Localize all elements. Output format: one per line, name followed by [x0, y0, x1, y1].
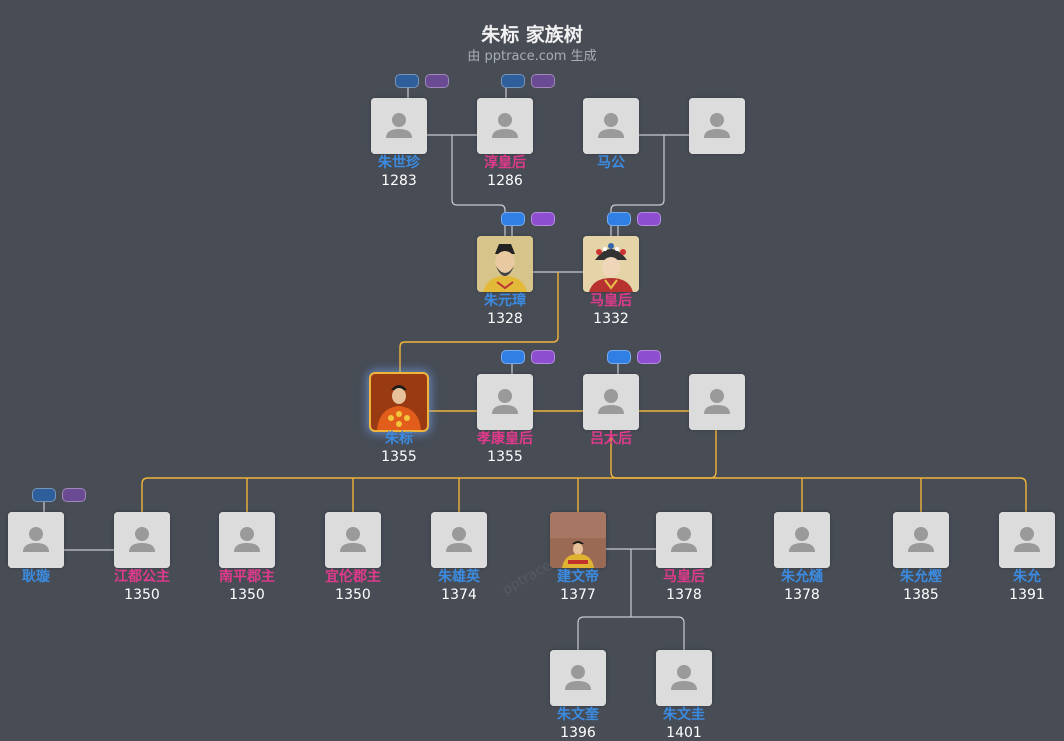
person-card-ma-huanghou[interactable]	[583, 236, 639, 292]
expand-parents-toggle[interactable]	[501, 74, 525, 88]
person-card-ma-gong[interactable]	[583, 98, 639, 154]
person-name[interactable]: 马公	[556, 155, 666, 171]
person-placeholder-icon	[583, 374, 639, 430]
person-placeholder-icon	[477, 98, 533, 154]
person-name[interactable]: 朱文奎	[523, 707, 633, 723]
person-placeholder-icon	[583, 98, 639, 154]
birth-year: 1391	[972, 587, 1064, 603]
expand-spouse-toggle[interactable]	[425, 74, 449, 88]
birth-year: 1377	[523, 587, 633, 603]
person-card-zhu-yunying[interactable]	[774, 512, 830, 568]
birth-year: 1328	[450, 311, 560, 327]
person-card-zhu-wenkui[interactable]	[550, 650, 606, 706]
expand-spouse-toggle[interactable]	[637, 212, 661, 226]
person-card-lv-taihou[interactable]	[583, 374, 639, 430]
person-card-zhu-wengui[interactable]	[656, 650, 712, 706]
person-name[interactable]: 马皇后	[556, 293, 666, 309]
person-card-zhu-yunjian[interactable]	[893, 512, 949, 568]
birth-year: 1355	[344, 449, 454, 465]
person-placeholder-icon	[656, 650, 712, 706]
person-placeholder-icon	[550, 650, 606, 706]
portrait-image	[583, 236, 639, 292]
person-name[interactable]: 孝康皇后	[450, 431, 560, 447]
expand-parents-toggle[interactable]	[607, 212, 631, 226]
person-name[interactable]: 宜伦郡主	[298, 569, 408, 585]
person-name[interactable]: 朱允𤐤	[972, 569, 1064, 585]
expand-parents-toggle[interactable]	[607, 350, 631, 364]
person-card-ma-gong-spouse[interactable]	[689, 98, 745, 154]
birth-year: 1350	[87, 587, 197, 603]
birth-year: 1374	[404, 587, 514, 603]
person-placeholder-icon	[114, 512, 170, 568]
person-card-zhu-biao-spouse3[interactable]	[689, 374, 745, 430]
person-name[interactable]: 朱标	[344, 431, 454, 447]
person-name[interactable]: 朱允熞	[866, 569, 976, 585]
person-name[interactable]: 江都公主	[87, 569, 197, 585]
person-placeholder-icon	[431, 512, 487, 568]
person-placeholder-icon	[689, 98, 745, 154]
expand-parents-toggle[interactable]	[501, 350, 525, 364]
birth-year: 1286	[450, 173, 560, 189]
person-card-zhu-yunxi[interactable]	[999, 512, 1055, 568]
person-card-zhu-xiongying[interactable]	[431, 512, 487, 568]
birth-year: 1396	[523, 725, 633, 741]
birth-year: 1385	[866, 587, 976, 603]
person-placeholder-icon	[325, 512, 381, 568]
person-name[interactable]: 朱允熥	[747, 569, 857, 585]
birth-year: 1350	[192, 587, 302, 603]
portrait-image	[371, 374, 427, 430]
person-name[interactable]: 朱世珍	[344, 155, 454, 171]
expand-parents-toggle[interactable]	[32, 488, 56, 502]
person-card-jianwendi[interactable]	[550, 512, 606, 568]
person-placeholder-icon	[774, 512, 830, 568]
person-placeholder-icon	[219, 512, 275, 568]
expand-spouse-toggle[interactable]	[531, 212, 555, 226]
person-name[interactable]: 朱文圭	[629, 707, 739, 723]
person-placeholder-icon	[8, 512, 64, 568]
birth-year: 1283	[344, 173, 454, 189]
person-name[interactable]: 南平郡主	[192, 569, 302, 585]
person-name[interactable]: 朱雄英	[404, 569, 514, 585]
person-name[interactable]: 耿璇	[0, 569, 91, 585]
expand-spouse-toggle[interactable]	[531, 350, 555, 364]
birth-year: 1378	[747, 587, 857, 603]
person-card-zhu-shizhen[interactable]	[371, 98, 427, 154]
person-card-chun-huanghou[interactable]	[477, 98, 533, 154]
birth-year: 1378	[629, 587, 739, 603]
expand-parents-toggle[interactable]	[501, 212, 525, 226]
expand-parents-toggle[interactable]	[395, 74, 419, 88]
birth-year: 1350	[298, 587, 408, 603]
person-placeholder-icon	[656, 512, 712, 568]
person-placeholder-icon	[689, 374, 745, 430]
birth-year: 1401	[629, 725, 739, 741]
person-card-jiangdu-gongzhu[interactable]	[114, 512, 170, 568]
portrait-image	[477, 236, 533, 292]
portrait-image	[550, 512, 606, 568]
parent-link	[611, 430, 1026, 512]
person-name[interactable]: 朱元璋	[450, 293, 560, 309]
expand-spouse-toggle[interactable]	[637, 350, 661, 364]
person-name[interactable]: 淳皇后	[450, 155, 560, 171]
expand-spouse-toggle[interactable]	[62, 488, 86, 502]
person-card-ma-huanghou-2[interactable]	[656, 512, 712, 568]
person-placeholder-icon	[477, 374, 533, 430]
person-name[interactable]: 建文帝	[523, 569, 633, 585]
person-name[interactable]: 吕太后	[556, 431, 666, 447]
person-card-nanping-junzhu[interactable]	[219, 512, 275, 568]
person-name[interactable]: 马皇后	[629, 569, 739, 585]
person-card-zhu-biao[interactable]	[371, 374, 427, 430]
person-placeholder-icon	[999, 512, 1055, 568]
person-card-yilun-junzhu[interactable]	[325, 512, 381, 568]
person-placeholder-icon	[893, 512, 949, 568]
person-placeholder-icon	[371, 98, 427, 154]
birth-year: 1355	[450, 449, 560, 465]
person-card-zhu-yuanzhang[interactable]	[477, 236, 533, 292]
birth-year: 1332	[556, 311, 666, 327]
person-card-geng-xuan[interactable]	[8, 512, 64, 568]
expand-spouse-toggle[interactable]	[531, 74, 555, 88]
person-card-xiaokang-huanghou[interactable]	[477, 374, 533, 430]
